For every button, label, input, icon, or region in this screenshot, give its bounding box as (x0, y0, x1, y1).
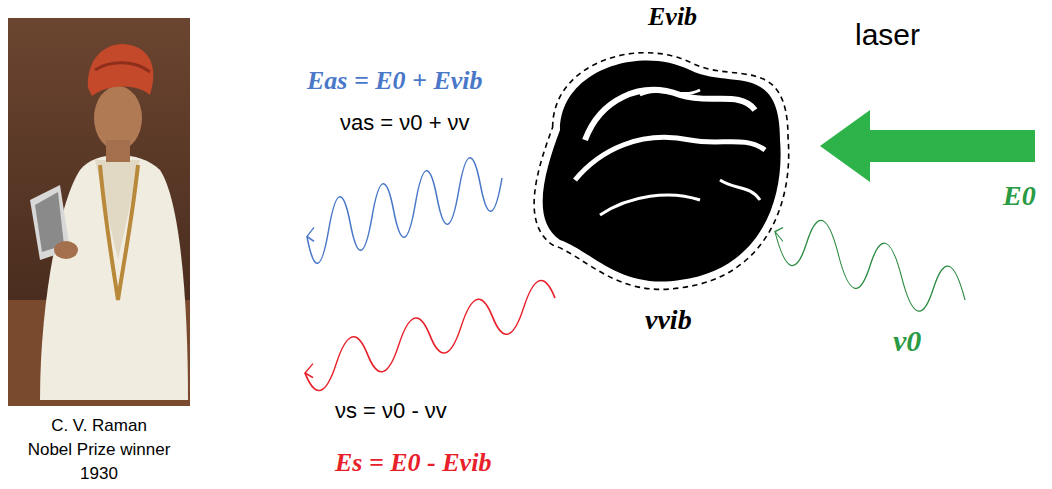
vibration-frequency: νvib (645, 304, 692, 336)
stokes-frequency: νs = ν0 - νv (335, 398, 447, 423)
portrait-caption: C. V. Raman (0, 416, 198, 436)
vibration-energy: Evib (648, 2, 697, 32)
stokes-wave (305, 276, 555, 395)
molecule-blob (534, 53, 789, 290)
laser-energy: E0 (1003, 180, 1036, 212)
anti-stokes-frequency: νas = ν0 + νv (340, 110, 470, 135)
portrait-caption: Nobel Prize winner (0, 440, 198, 460)
stokes-energy: Es = E0 - Evib (335, 448, 491, 478)
portrait-caption: 1930 (0, 464, 198, 484)
incident-wave (775, 204, 965, 328)
anti-stokes-energy: Eas = E0 + Evib (307, 66, 483, 96)
laser-frequency: ν0 (893, 324, 921, 359)
portrait-photo (8, 18, 190, 406)
anti-stokes-wave (307, 148, 502, 267)
laser-label: laser (855, 18, 920, 53)
laser-arrow (820, 110, 1035, 182)
